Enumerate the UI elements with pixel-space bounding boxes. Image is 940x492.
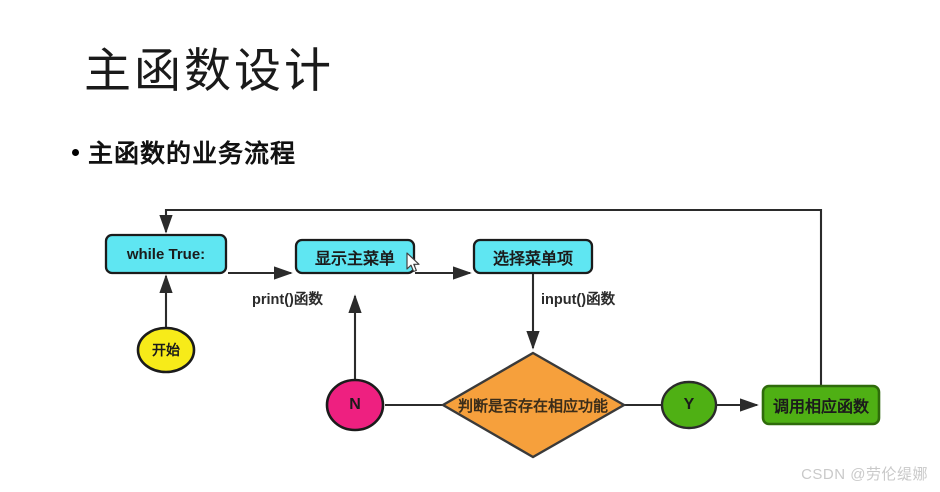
bullet-dot-icon — [72, 148, 79, 156]
bullet-text: 主函数的业务流程 — [88, 140, 297, 168]
node-decision[interactable] — [440, 351, 627, 459]
node-while-true[interactable] — [104, 233, 228, 275]
node-layer — [104, 233, 881, 459]
edge-call-to-while — [159, 208, 823, 386]
bullet-row: 主函数的业务流程 — [72, 134, 296, 170]
node-branch-no[interactable] — [325, 378, 385, 432]
node-choose-item[interactable] — [472, 238, 594, 275]
node-start[interactable] — [136, 326, 196, 374]
node-call-function[interactable] — [761, 384, 881, 426]
edge-label-input: input()函数 — [541, 292, 616, 308]
page-title: 主函数设计 — [84, 44, 334, 97]
edge-label-print: print()函数 — [252, 292, 323, 308]
node-show-menu[interactable] — [294, 238, 416, 275]
edge-layer — [159, 208, 823, 412]
node-branch-yes[interactable] — [660, 380, 718, 430]
watermark: CSDN @劳伦缇娜 — [801, 466, 928, 483]
